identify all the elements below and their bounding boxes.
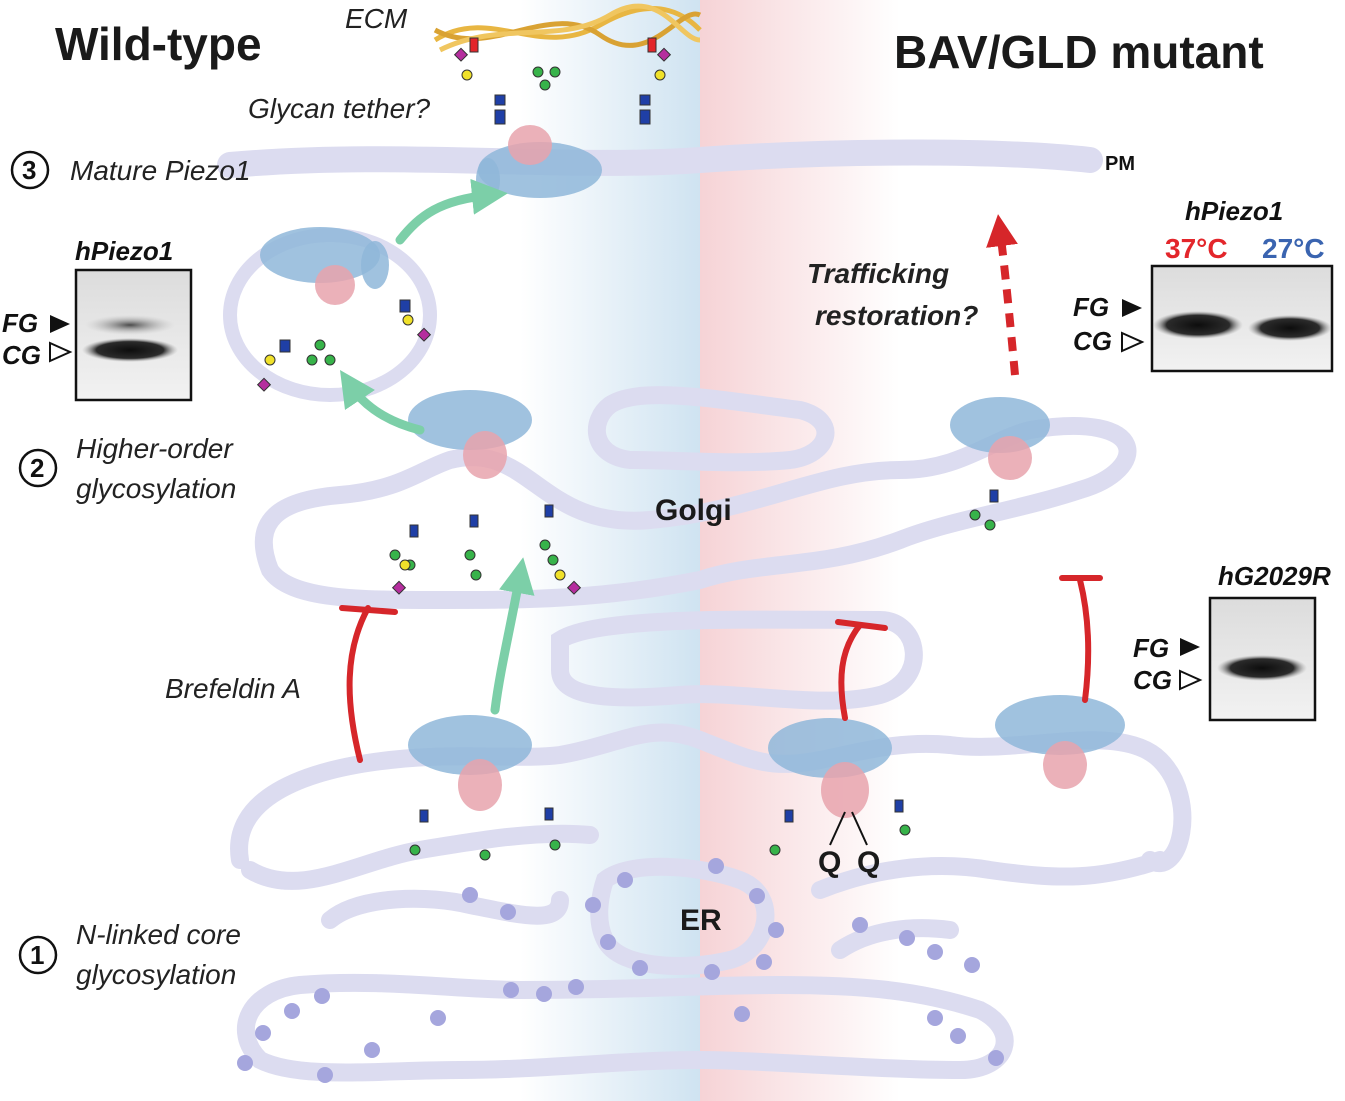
blot-temp-fg-marker xyxy=(1122,299,1142,317)
piezo1-protein-er-mut1 xyxy=(768,718,892,818)
arrow-golgi-to-vesicle xyxy=(340,370,425,435)
step-3-number: 3 xyxy=(22,155,36,185)
blot-temp-band-37 xyxy=(1153,311,1243,339)
step-3-label: Mature Piezo1 xyxy=(70,155,251,186)
inhibition-marks xyxy=(339,575,1103,763)
label-trafficking-2: restoration? xyxy=(815,300,978,331)
label-trafficking-1: Trafficking xyxy=(807,258,949,289)
piezo1-protein-er-mut2 xyxy=(995,695,1125,789)
label-brefeldin-a: Brefeldin A xyxy=(165,673,301,704)
blot-temp-37: 37°C xyxy=(1165,233,1228,264)
glycan-trees xyxy=(256,37,999,861)
blot-temp-title: hPiezo1 xyxy=(1185,196,1283,226)
step-3: 3 Mature Piezo1 xyxy=(10,150,251,190)
label-pm: PM xyxy=(1105,153,1135,175)
blot-temperature: hPiezo1 37°C 27°C FG CG xyxy=(1073,196,1334,373)
blot-wt-cg: CG xyxy=(2,340,41,370)
label-ecm: ECM xyxy=(345,3,408,34)
blot-wt-band-fg xyxy=(85,315,175,335)
blot-wt: hPiezo1 FG CG xyxy=(2,236,193,402)
piezo1-protein-golgi-mut xyxy=(950,397,1050,480)
blot-temp-cg-marker xyxy=(1121,331,1145,353)
blot-mut-band-cg xyxy=(1217,655,1307,681)
plasma-membrane xyxy=(217,139,1103,178)
blot-temp-band-27 xyxy=(1248,315,1332,341)
blot-mutant: hG2029R FG CG xyxy=(1133,561,1331,722)
piezo1-protein-golgi-wt xyxy=(408,390,532,479)
piezo1-protein-er-wt xyxy=(408,715,532,811)
label-golgi: Golgi xyxy=(655,494,732,527)
blot-wt-fg-marker xyxy=(50,315,70,333)
piezo1-protein-vesicle xyxy=(260,227,389,305)
step-2-label-1: Higher-order xyxy=(76,433,234,464)
blot-mut-title: hG2029R xyxy=(1218,561,1331,591)
blot-mut-fg: FG xyxy=(1133,633,1169,663)
title-mutant: BAV/GLD mutant xyxy=(894,26,1264,78)
trafficking-arrows xyxy=(340,178,535,715)
q-residue-2: Q xyxy=(857,846,880,879)
q-residue-1: Q xyxy=(818,846,841,879)
mutant-residues: Q Q xyxy=(818,811,880,879)
label-glycan-tether: Glycan tether? xyxy=(248,93,431,124)
er-ribosomes xyxy=(237,858,1004,1083)
step-2-number: 2 xyxy=(30,453,44,483)
blot-mut-fg-marker xyxy=(1180,638,1200,656)
step-1-label-1: N-linked core xyxy=(76,919,241,950)
blot-wt-title: hPiezo1 xyxy=(75,236,173,266)
title-wild-type: Wild-type xyxy=(55,18,262,70)
blot-temp-fg: FG xyxy=(1073,292,1109,322)
arrow-vesicle-to-pm xyxy=(395,178,508,245)
blot-wt-fg: FG xyxy=(2,308,38,338)
blot-wt-band-cg xyxy=(82,338,178,362)
arrow-er-to-golgi xyxy=(490,557,535,715)
label-er: ER xyxy=(680,904,722,937)
blot-temp-cg: CG xyxy=(1073,326,1112,356)
step-2-label-2: glycosylation xyxy=(76,473,236,504)
blot-mut-cg-marker xyxy=(1179,669,1203,691)
golgi-stack xyxy=(254,386,1137,710)
step-1-label-2: glycosylation xyxy=(76,959,236,990)
blot-wt-cg-marker xyxy=(49,341,73,363)
blot-mut-cg: CG xyxy=(1133,665,1172,695)
step-2: 2 Higher-order glycosylation xyxy=(18,433,236,504)
step-1-number: 1 xyxy=(30,940,44,970)
dashed-restoration-arrow xyxy=(986,214,1019,376)
blot-temp-27: 27°C xyxy=(1262,233,1325,264)
step-1: 1 N-linked core glycosylation xyxy=(18,919,241,990)
ecm-fibers xyxy=(433,3,702,53)
